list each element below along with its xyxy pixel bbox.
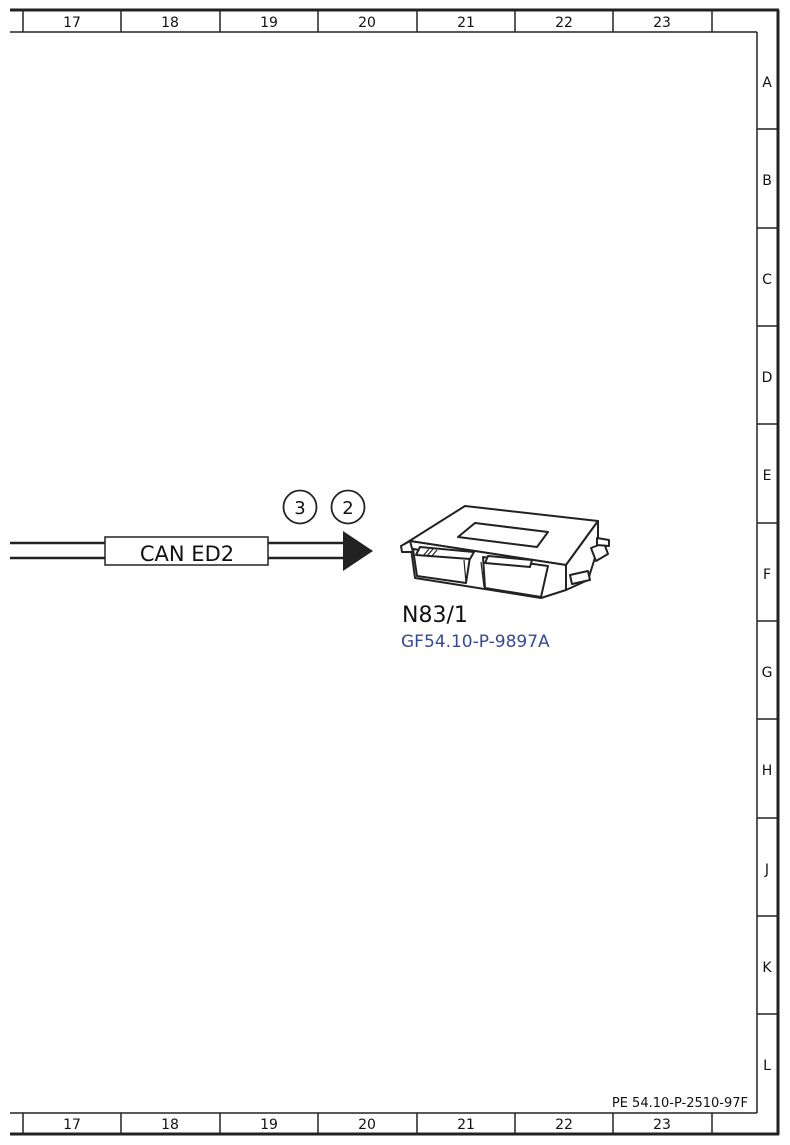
column-label: 22 — [555, 15, 573, 31]
row-labels-right: A B C D E F G H J K L — [762, 75, 773, 1074]
column-label: 23 — [653, 15, 671, 31]
column-label: 17 — [63, 15, 81, 31]
column-label: 22 — [555, 1117, 573, 1133]
component-reference-link[interactable]: GF54.10-P-9897A — [401, 632, 550, 652]
column-label: 23 — [653, 1117, 671, 1133]
component-code: N83/1 — [402, 603, 468, 628]
can-bus-wire — [10, 541, 345, 560]
marker-label: 2 — [342, 498, 353, 519]
row-label: F — [763, 567, 771, 583]
drawing-inner-frame — [10, 31, 758, 1114]
column-label: 20 — [358, 1117, 376, 1133]
column-label: 19 — [260, 1117, 278, 1133]
row-label: J — [764, 862, 769, 878]
row-label: C — [762, 272, 772, 288]
drawing-frame — [10, 8, 780, 1136]
control-unit-pins — [422, 548, 485, 588]
row-ruler-right — [757, 128, 778, 1015]
row-label: G — [762, 665, 773, 681]
column-labels-bottom: 17 18 19 20 21 22 23 — [63, 1117, 671, 1133]
document-id: PE 54.10-P-2510-97F — [612, 1096, 748, 1111]
row-label: L — [763, 1058, 771, 1074]
column-label: 17 — [63, 1117, 81, 1133]
can-bus-label-box — [104, 536, 269, 566]
control-unit-illustration — [400, 505, 610, 599]
row-label: A — [762, 75, 772, 91]
row-label: B — [762, 173, 772, 189]
marker-label: 3 — [294, 498, 305, 519]
row-label: D — [762, 370, 773, 386]
column-label: 21 — [457, 15, 475, 31]
row-label: E — [763, 468, 772, 484]
column-label: 18 — [161, 1117, 179, 1133]
column-label: 18 — [161, 15, 179, 31]
marker-circle — [330, 489, 366, 525]
column-label: 21 — [457, 1117, 475, 1133]
can-bus-label: CAN ED2 — [140, 542, 234, 566]
connection-arrow-head — [343, 531, 373, 571]
column-ruler-bottom — [22, 1113, 713, 1134]
column-labels-top: 17 18 19 20 21 22 23 — [63, 15, 671, 31]
column-label: 19 — [260, 15, 278, 31]
row-label: H — [762, 763, 773, 779]
column-ruler-top — [22, 10, 713, 32]
row-label: K — [762, 960, 772, 976]
column-label: 20 — [358, 15, 376, 31]
marker-circle — [282, 489, 318, 525]
